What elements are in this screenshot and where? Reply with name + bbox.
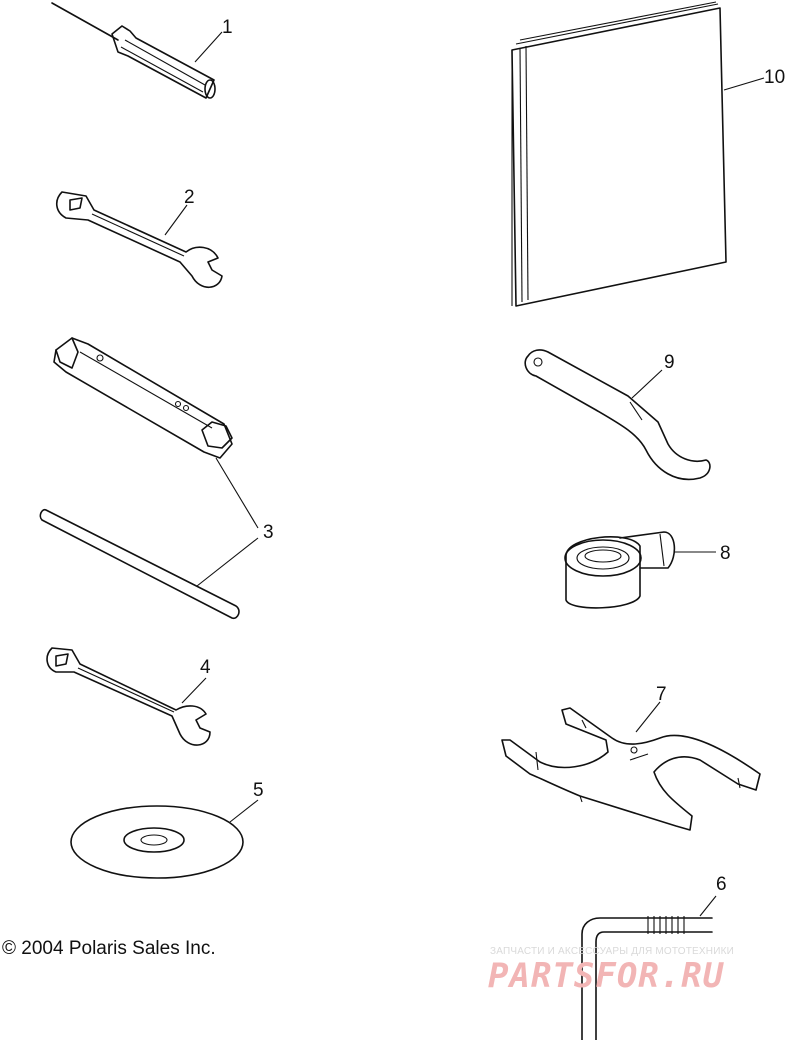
hex-key-icon bbox=[581, 916, 713, 1040]
callout-4: 4 bbox=[200, 657, 211, 678]
spanner-tool-icon bbox=[501, 707, 761, 831]
callout-8: 8 bbox=[720, 543, 731, 564]
callout-7: 7 bbox=[656, 684, 667, 705]
copyright-notice: © 2004 Polaris Sales Inc. bbox=[2, 938, 216, 959]
watermark-brand: PARTSFOR.RU bbox=[488, 956, 725, 996]
hook-spanner-icon bbox=[524, 349, 711, 481]
manual-book-icon bbox=[511, 1, 727, 307]
open-end-wrench-icon bbox=[46, 647, 211, 746]
callout-9: 9 bbox=[664, 352, 675, 373]
watermark-tagline: ЗАПЧАСТИ И АКСЕССУАРЫ ДЛЯ МОТОТЕХНИКИ bbox=[490, 946, 735, 957]
callout-3: 3 bbox=[263, 522, 274, 543]
callout-6: 6 bbox=[716, 874, 727, 895]
open-end-wrench-icon bbox=[56, 191, 223, 289]
callout-1: 1 bbox=[222, 17, 233, 38]
callout-2: 2 bbox=[184, 187, 195, 208]
socket-wrench-with-bar-icon bbox=[39, 337, 240, 620]
tape-roll-icon bbox=[564, 531, 676, 609]
callout-5: 5 bbox=[253, 780, 264, 801]
callout-10: 10 bbox=[764, 67, 785, 88]
screwdriver-icon bbox=[51, 2, 216, 99]
cd-disc-icon bbox=[70, 805, 244, 879]
